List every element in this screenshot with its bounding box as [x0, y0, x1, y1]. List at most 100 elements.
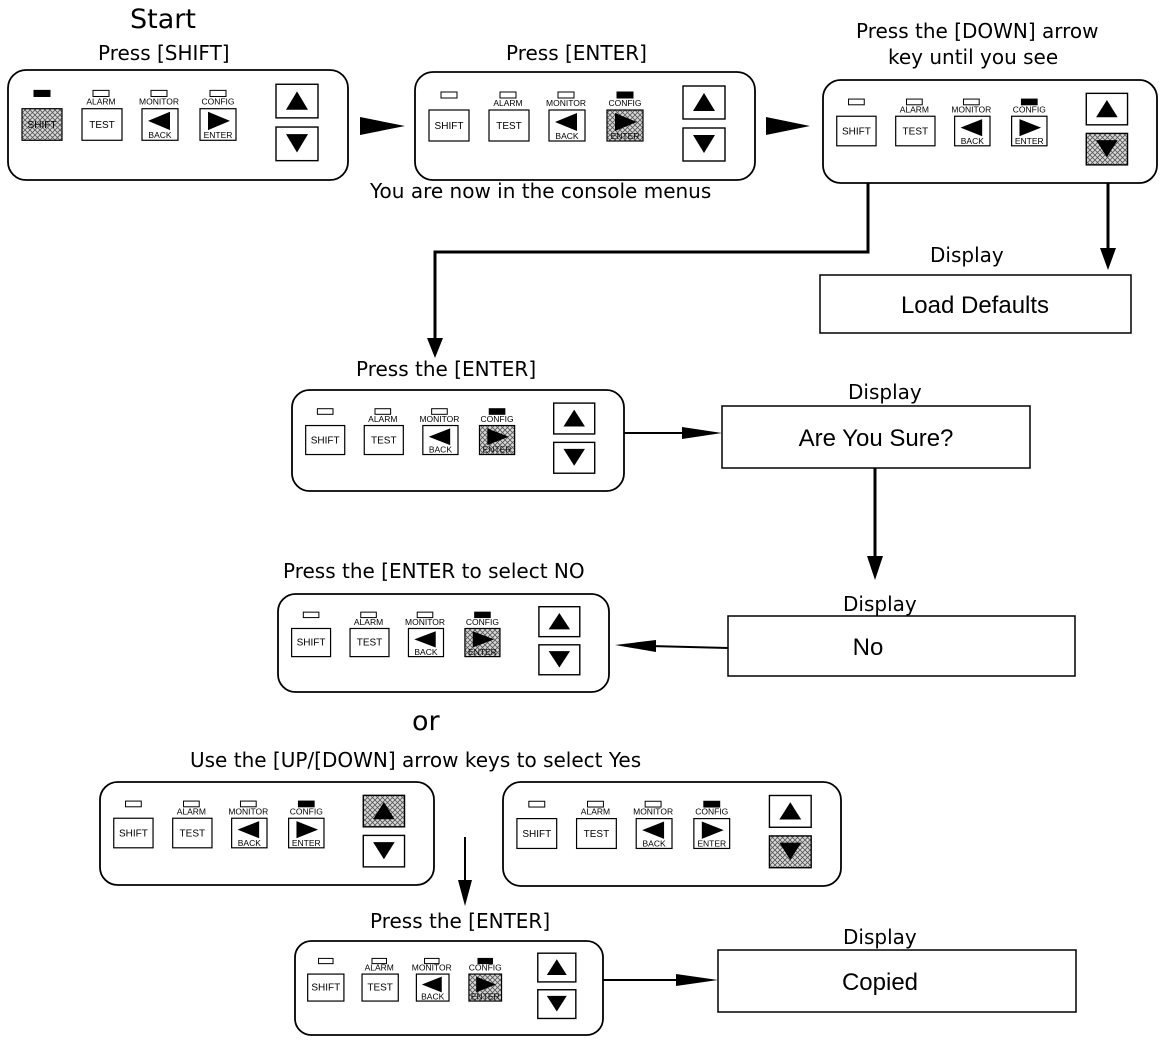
led-config	[488, 408, 506, 415]
test-key[interactable]	[895, 115, 936, 147]
back-key-label: BACK	[414, 647, 437, 657]
down-arrow-icon	[286, 134, 308, 153]
down-key[interactable]	[538, 644, 581, 676]
alarm-label: ALARM	[581, 807, 610, 817]
led-shift	[316, 408, 334, 415]
use-up-down-caption: Use the [UP/[DOWN] arrow keys to select …	[190, 748, 641, 772]
shift-key-label: SHIFT	[522, 829, 551, 840]
enter-arrow-icon	[615, 113, 637, 131]
test-key-label: TEST	[371, 435, 397, 446]
enter-arrow-icon	[701, 821, 724, 839]
enter-arrow-icon	[208, 111, 230, 131]
led-alarm	[371, 957, 387, 965]
back-arrow-icon	[642, 821, 665, 839]
press-shift-caption: Press [SHIFT]	[98, 41, 230, 65]
led-shift	[848, 98, 865, 106]
test-key[interactable]	[361, 973, 399, 1002]
display-copied-text: Copied	[842, 969, 918, 996]
led-alarm	[92, 89, 110, 97]
monitor-label: MONITOR	[419, 414, 459, 424]
display-load-defaults-box	[819, 274, 1132, 334]
flow-arrow-2	[766, 117, 810, 135]
down-key[interactable]	[537, 989, 577, 1020]
down-arrow-icon	[563, 448, 585, 466]
enter-key-label: ENTER	[697, 839, 726, 849]
shift-key[interactable]	[291, 627, 332, 658]
shift-key[interactable]	[21, 108, 63, 141]
config-label: CONFIG	[201, 97, 234, 107]
led-config	[616, 91, 634, 99]
up-key[interactable]	[1085, 92, 1129, 126]
alarm-label: ALARM	[365, 963, 394, 973]
enter-key-label: ENTER	[1015, 136, 1044, 146]
down-arrow-icon	[1096, 140, 1118, 158]
back-arrow-icon	[414, 631, 436, 648]
test-key[interactable]	[349, 627, 390, 658]
arrowhead-to-copied	[676, 974, 718, 986]
down-arrow-icon	[779, 842, 802, 860]
shift-key-label: SHIFT	[435, 121, 464, 132]
test-key[interactable]	[575, 817, 617, 850]
alarm-label: ALARM	[900, 104, 929, 114]
shift-key-label: SHIFT	[28, 120, 57, 131]
shift-key[interactable]	[305, 424, 346, 456]
shift-key[interactable]	[307, 973, 345, 1002]
monitor-label: MONITOR	[633, 807, 673, 817]
arrowhead-to-no	[867, 556, 883, 580]
led-config	[477, 957, 493, 965]
shift-key[interactable]	[516, 817, 558, 850]
up-arrow-icon	[563, 409, 585, 427]
enter-arrow-icon	[487, 428, 509, 446]
connector-down-to-enter	[433, 183, 870, 342]
display-are-you-sure-text: Are You Sure?	[799, 425, 954, 452]
test-key[interactable]	[363, 424, 404, 456]
led-config	[297, 800, 315, 808]
enter-arrow-icon	[296, 821, 319, 839]
test-key[interactable]	[81, 108, 123, 141]
led-monitor	[424, 957, 440, 965]
arrowhead-to-load-defaults	[1100, 248, 1116, 270]
led-shift	[125, 800, 142, 808]
display-no-text: No	[853, 634, 884, 661]
down-arrow-icon	[548, 651, 571, 668]
back-key[interactable]	[231, 817, 268, 849]
alarm-label: ALARM	[354, 617, 383, 627]
shift-key-label: SHIFT	[311, 435, 340, 446]
shift-key[interactable]	[428, 109, 470, 142]
led-alarm	[374, 408, 392, 415]
led-config	[209, 89, 227, 97]
display-label-3: Display	[843, 592, 917, 616]
display-are-you-sure-box	[721, 405, 1031, 469]
console-menus-caption: You are now in the console menus	[369, 179, 711, 203]
up-arrow-icon	[548, 613, 571, 630]
test-key[interactable]	[488, 109, 530, 142]
up-arrow-icon	[546, 959, 567, 975]
back-key-label: BACK	[643, 839, 666, 849]
shift-key-label: SHIFT	[311, 983, 340, 994]
led-config	[703, 800, 721, 808]
back-arrow-icon	[428, 428, 451, 446]
test-key[interactable]	[172, 817, 213, 849]
config-label: CONFIG	[481, 414, 514, 424]
arrowhead-to-are-you-sure	[682, 427, 722, 439]
enter-key[interactable]	[199, 108, 237, 141]
shift-key[interactable]	[113, 817, 154, 849]
back-arrow-icon	[148, 111, 170, 131]
display-label-4: Display	[843, 925, 917, 949]
arrowhead-to-enter-copied	[458, 880, 472, 906]
shift-key[interactable]	[836, 115, 877, 147]
back-key-label: BACK	[238, 838, 261, 848]
arrowhead-to-select-no	[615, 640, 656, 652]
display-label-1: Display	[930, 243, 1004, 267]
led-monitor	[150, 89, 168, 97]
enter-arrow-icon	[476, 976, 497, 993]
back-key[interactable]	[422, 424, 459, 456]
press-down-caption-line2: key until you see	[888, 45, 1058, 69]
enter-key-label: ENTER	[292, 838, 321, 848]
arrowhead-to-enter	[427, 338, 443, 358]
